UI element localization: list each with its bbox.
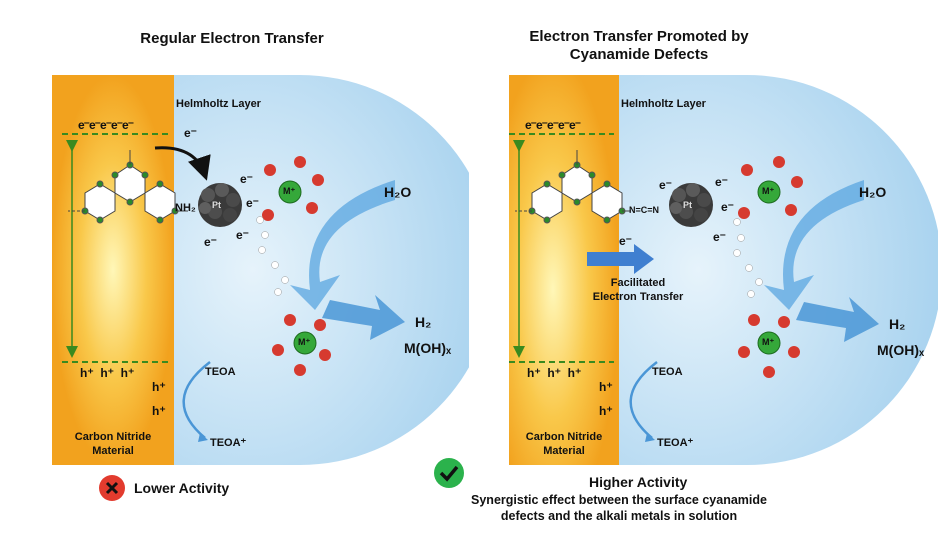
electrons-label: e⁻e⁻e⁻e⁻e⁻ <box>78 118 134 132</box>
activity-description: Synergistic effect between the surface c… <box>471 493 767 523</box>
electron-label: e⁻ <box>204 235 218 249</box>
water-molecules-icon <box>738 156 803 378</box>
teoa-oxidation-arrow <box>182 361 211 439</box>
scene-diagram <box>509 75 938 465</box>
metal-cation-icon <box>757 180 781 204</box>
hole-label: h⁺ <box>152 404 166 418</box>
electron-label: e⁻ <box>721 200 735 214</box>
electron-label: e⁻ <box>184 126 198 140</box>
electron-label: e⁻ <box>713 230 727 244</box>
h2o-label: H₂O <box>384 184 412 200</box>
pt-label: Pt <box>212 200 221 210</box>
products-out-arrow <box>322 295 405 340</box>
electron-label: e⁻ <box>659 178 673 192</box>
carbon-nitride-slab <box>509 75 619 465</box>
water-molecules-icon <box>262 156 331 376</box>
electron-label: e⁻ <box>236 228 250 242</box>
hydrogen-atoms-icon <box>256 216 289 296</box>
activity-label: Higher Activity <box>589 474 688 490</box>
teoa-plus-label: TEOA⁺ <box>657 437 694 449</box>
panel-title: Electron Transfer Promoted by Cyanamide … <box>529 28 749 63</box>
h2-label: H₂ <box>889 316 906 332</box>
panel-promoted-transfer: Electron Transfer Promoted by Cyanamide … <box>434 0 938 538</box>
metal-label: M⁺ <box>762 186 775 196</box>
helmholtz-label: Helmholtz Layer <box>621 98 706 110</box>
material-label: Carbon Nitride Material <box>525 431 603 457</box>
helmholtz-layer <box>617 75 938 465</box>
holes-label: h⁺ h⁺ h⁺ <box>527 366 582 380</box>
teoa-oxidation-arrow <box>629 361 658 439</box>
panel-regular-transfer: Regular Electron Transfer Helmholtz Laye… <box>52 30 469 501</box>
cyanamide-label: N=C=N <box>629 205 660 215</box>
pt-cluster-icon <box>669 183 713 227</box>
moh-label: M(OH)ₓ <box>404 340 452 356</box>
products-out-arrow <box>796 297 879 342</box>
teoa-plus-label: TEOA⁺ <box>210 437 247 449</box>
electrons-label: e⁻e⁻e⁻e⁻e⁻ <box>525 118 581 132</box>
metal-cation-icon <box>293 331 317 355</box>
facilitated-transfer-arrow <box>587 244 654 274</box>
x-icon <box>99 475 125 501</box>
electron-label: e⁻ <box>619 234 633 248</box>
hydrogen-atoms-icon <box>733 218 763 298</box>
material-label: Carbon Nitride Material <box>74 431 152 457</box>
electron-label: e⁻ <box>240 172 254 186</box>
hole-label: h⁺ <box>599 404 613 418</box>
metal-cation-icon <box>278 180 302 204</box>
electron-label: e⁻ <box>715 175 729 189</box>
teoa-label: TEOA <box>205 366 236 378</box>
hole-label: h⁺ <box>152 380 166 394</box>
electron-transfer-arrow <box>154 146 211 181</box>
nh2-label: NH₂ <box>175 202 196 214</box>
holes-label: h⁺ h⁺ h⁺ <box>80 366 135 380</box>
water-in-arrow <box>764 180 864 310</box>
metal-label: M⁺ <box>762 337 775 347</box>
activity-label: Lower Activity <box>134 480 230 496</box>
water-in-arrow <box>290 180 395 310</box>
check-icon <box>434 458 464 488</box>
metal-label: M⁺ <box>298 337 311 347</box>
scene-diagram <box>52 75 469 465</box>
metal-cation-icon <box>757 331 781 355</box>
helmholtz-label: Helmholtz Layer <box>176 98 261 110</box>
moh-label: M(OH)ₓ <box>877 342 925 358</box>
teoa-label: TEOA <box>652 366 683 378</box>
h2o-label: H₂O <box>859 184 887 200</box>
pt-cluster-icon <box>198 183 242 227</box>
h2-label: H₂ <box>415 314 432 330</box>
helmholtz-layer <box>172 75 469 465</box>
metal-label: M⁺ <box>283 186 296 196</box>
panel-title: Regular Electron Transfer <box>140 30 324 47</box>
electron-label: e⁻ <box>246 196 260 210</box>
hole-label: h⁺ <box>599 380 613 394</box>
facilitated-label: Facilitated Electron Transfer <box>592 277 684 303</box>
pt-label: Pt <box>683 200 692 210</box>
